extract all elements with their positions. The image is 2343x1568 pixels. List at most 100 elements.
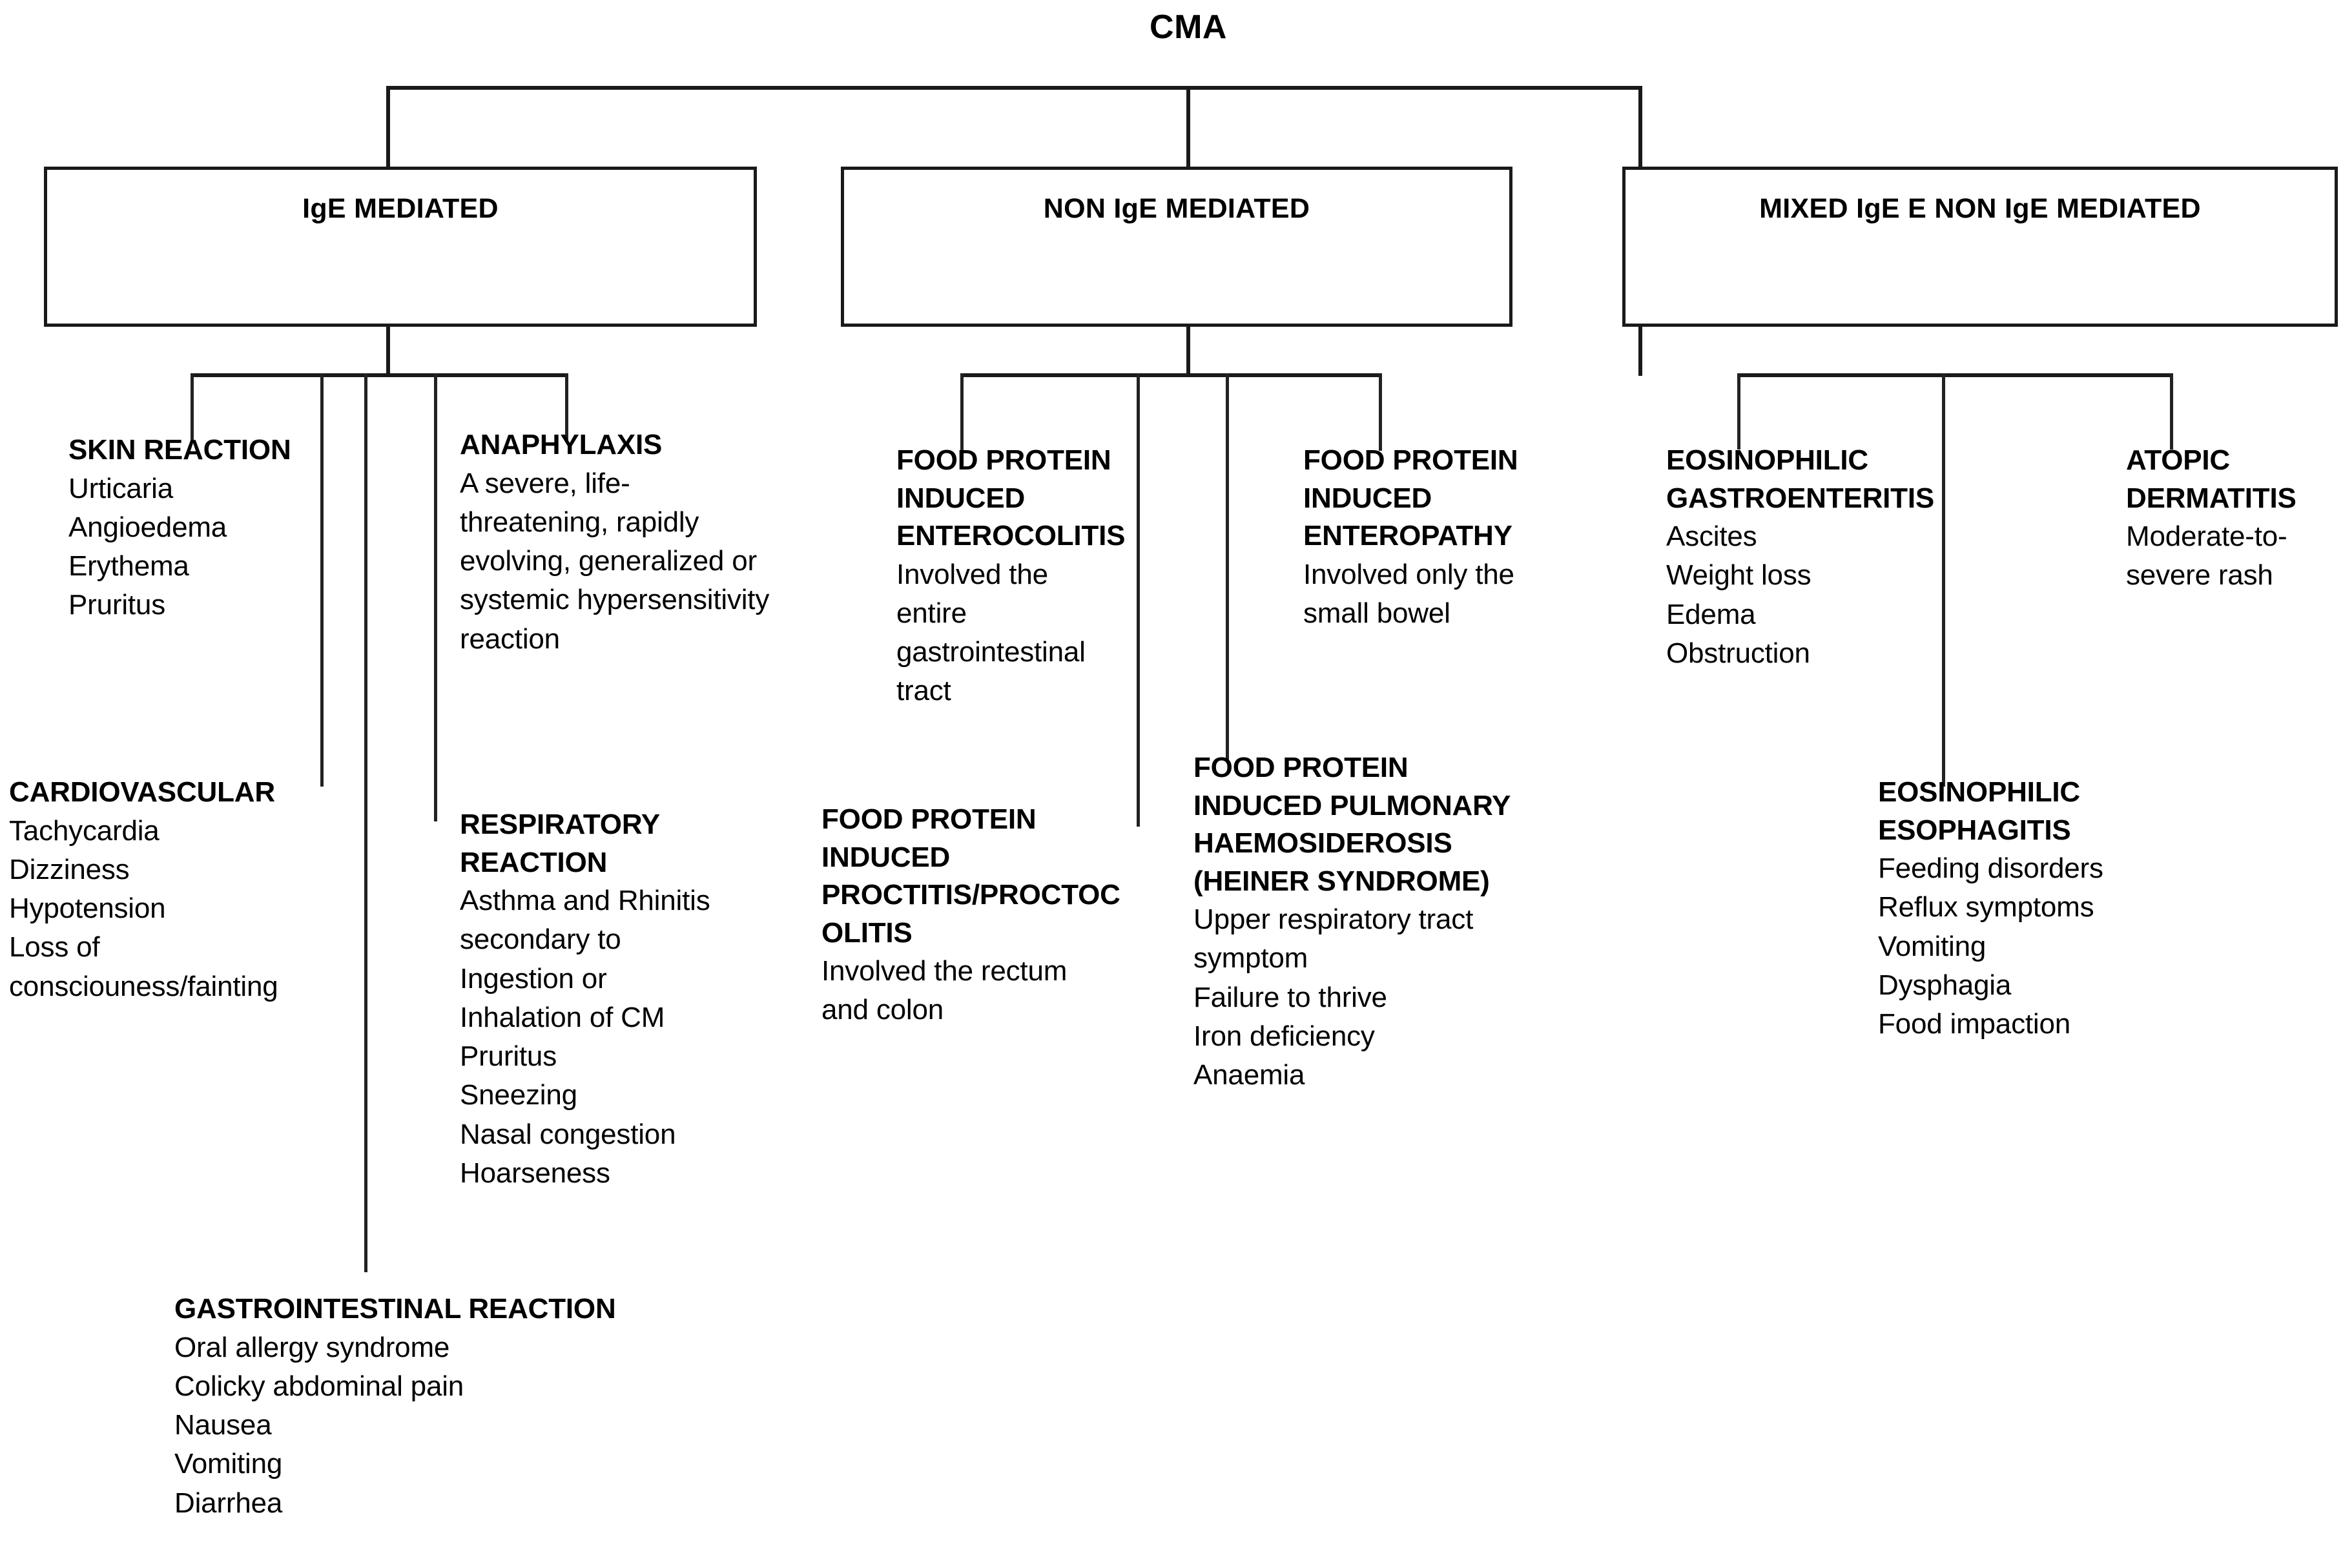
list-item: Failure to thrive	[1193, 981, 1387, 1013]
leaf-heiner-syndrome[interactable]: FOOD PROTEIN INDUCED PULMONARY HAEMOSIDE…	[1193, 749, 1568, 1095]
list-item: A severe, life- threatening, rapidly evo…	[460, 467, 770, 655]
list-item: Dysphagia	[1878, 969, 2012, 1001]
category-label-non-ige: NON IgE MEDIATED	[1043, 193, 1310, 224]
list-item: Asthma and Rhinitis secondary to Ingesti…	[460, 885, 710, 1033]
list-item: Weight loss	[1666, 559, 1811, 592]
category-box-mixed[interactable]: MIXED IgE E NON IgE MEDIATED	[1622, 167, 2338, 327]
leaf-anaphylaxis[interactable]: ANAPHYLAXIS A severe, life- threatening,…	[460, 426, 847, 659]
mixed-drop-eos-esophagitis-connector	[1942, 373, 1945, 787]
mixed-stem-connector	[1638, 327, 1642, 376]
list-item: Obstruction	[1666, 637, 1810, 669]
category-box-ige[interactable]: IgE MEDIATED	[44, 167, 757, 327]
list-item: Vomiting	[1878, 930, 1987, 962]
list-item: Edema	[1666, 598, 1756, 630]
list-item: Sneezing	[460, 1079, 577, 1111]
leaf-items-respiratory-reaction: Asthma and Rhinitis secondary to Ingesti…	[460, 882, 776, 1193]
list-item: Diarrhea	[174, 1487, 283, 1519]
list-item: Hypotension	[9, 892, 166, 925]
mixed-drop-atopic-dermatitis-connector	[2170, 373, 2173, 449]
list-item: Dizziness	[9, 853, 130, 885]
leaf-title-heiner-syndrome: FOOD PROTEIN INDUCED PULMONARY HAEMOSIDE…	[1193, 752, 1511, 897]
list-item: Food impaction	[1878, 1008, 2071, 1040]
root-drop-non-ige-connector	[1186, 86, 1190, 169]
ige-drop-skin-connector	[191, 373, 194, 443]
root-drop-mixed-connector	[1638, 86, 1642, 169]
root-title: CMA	[1150, 8, 1227, 46]
ige-drop-cardiovascular-connector	[320, 373, 324, 787]
list-item: Involved the entire gastrointestinal tra…	[896, 558, 1086, 707]
leaf-fp-proctocolitis[interactable]: FOOD PROTEIN INDUCED PROCTITIS/PROCTOC O…	[821, 801, 1131, 1030]
non-ige-drop-heiner-connector	[1226, 373, 1229, 761]
category-box-non-ige[interactable]: NON IgE MEDIATED	[841, 167, 1512, 327]
ige-stem-connector	[386, 327, 390, 376]
non-ige-drop-enteropathy-connector	[1379, 373, 1382, 451]
leaf-eosinophilic-esophagitis[interactable]: EOSINOPHILIC ESOPHAGITIS Feeding disorde…	[1878, 774, 2214, 1044]
leaf-title-fpies: FOOD PROTEIN INDUCED ENTEROCOLITIS	[896, 444, 1126, 552]
leaf-items-fp-enteropathy: Involved only the small bowel	[1303, 555, 1574, 634]
list-item: Nausea	[174, 1409, 272, 1441]
leaf-title-cardiovascular: CARDIOVASCULAR	[9, 776, 275, 808]
leaf-title-skin-reaction: SKIN REACTION	[68, 434, 291, 466]
leaf-items-cardiovascular: Tachycardia Dizziness Hypotension Loss o…	[9, 812, 325, 1006]
non-ige-drop-proctocolitis-connector	[1137, 373, 1140, 827]
list-item: Pruritus	[68, 589, 165, 621]
leaf-respiratory-reaction[interactable]: RESPIRATORY REACTION Asthma and Rhinitis…	[460, 806, 776, 1193]
mixed-drop-eos-gastroenteritis-connector	[1737, 373, 1740, 449]
ige-drop-anaphylaxis-connector	[565, 373, 568, 440]
leaf-title-eosinophilic-esophagitis: EOSINOPHILIC ESOPHAGITIS	[1878, 776, 2080, 846]
list-item: Angioedema	[68, 511, 227, 543]
leaf-title-fp-proctocolitis: FOOD PROTEIN INDUCED PROCTITIS/PROCTOC O…	[821, 803, 1120, 949]
list-item: Tachycardia	[9, 814, 160, 847]
list-item: Iron deficiency	[1193, 1020, 1375, 1052]
category-label-mixed: MIXED IgE E NON IgE MEDIATED	[1759, 193, 2201, 224]
leaf-items-gastrointestinal-reaction: Oral allergy syndrome Colicky abdominal …	[174, 1328, 756, 1523]
list-item: Involved the rectum and colon	[821, 955, 1068, 1026]
list-item: Nasal congestion	[460, 1118, 676, 1150]
category-label-ige: IgE MEDIATED	[302, 193, 499, 224]
list-item: Colicky abdominal pain	[174, 1370, 464, 1402]
list-item: Moderate-to- severe rash	[2126, 521, 2287, 592]
list-item: Urticaria	[68, 472, 173, 504]
leaf-items-fp-proctocolitis: Involved the rectum and colon	[821, 952, 1131, 1030]
non-ige-drop-enterocolitis-connector	[960, 373, 964, 451]
list-item: Upper respiratory tract symptom	[1193, 903, 1474, 975]
leaf-atopic-dermatitis[interactable]: ATOPIC DERMATITIS Moderate-to- severe ra…	[2126, 442, 2343, 595]
non-ige-spine-connector	[960, 373, 1381, 377]
leaf-fp-enteropathy[interactable]: FOOD PROTEIN INDUCED ENTEROPATHY Involve…	[1303, 442, 1574, 633]
list-item: Involved only the small bowel	[1303, 558, 1514, 629]
leaf-title-fp-enteropathy: FOOD PROTEIN INDUCED ENTEROPATHY	[1303, 444, 1518, 552]
leaf-title-eosinophilic-gastroenteritis: EOSINOPHILIC GASTROENTERITIS	[1666, 444, 1935, 514]
leaf-title-respiratory-reaction: RESPIRATORY REACTION	[460, 809, 660, 878]
ige-drop-respiratory-connector	[434, 373, 437, 821]
leaf-eosinophilic-gastroenteritis[interactable]: EOSINOPHILIC GASTROENTERITIS Ascites Wei…	[1666, 442, 1970, 673]
leaf-items-eosinophilic-esophagitis: Feeding disorders Reflux symptoms Vomiti…	[1878, 849, 2214, 1044]
ige-drop-gastrointestinal-connector	[364, 373, 367, 1272]
leaf-items-heiner-syndrome: Upper respiratory tract symptom Failure …	[1193, 900, 1568, 1095]
leaf-title-anaphylaxis: ANAPHYLAXIS	[460, 429, 663, 460]
list-item: Oral allergy syndrome	[174, 1331, 450, 1363]
list-item: Ascites	[1666, 521, 1757, 553]
leaf-items-skin-reaction: Urticaria Angioedema Erythema Pruritus	[68, 469, 327, 625]
leaf-cardiovascular[interactable]: CARDIOVASCULAR Tachycardia Dizziness Hyp…	[9, 774, 325, 1006]
list-item: Vomiting	[174, 1448, 283, 1480]
list-item: Loss of consciouness/fainting	[9, 931, 278, 1002]
leaf-title-atopic-dermatitis: ATOPIC DERMATITIS	[2126, 444, 2297, 514]
leaf-skin-reaction[interactable]: SKIN REACTION Urticaria Angioedema Eryth…	[68, 431, 327, 625]
leaf-fpies[interactable]: FOOD PROTEIN INDUCED ENTEROCOLITIS Invol…	[896, 442, 1155, 711]
list-item: Hoarseness	[460, 1157, 610, 1189]
mixed-spine-connector	[1737, 373, 2173, 377]
leaf-items-fpies: Involved the entire gastrointestinal tra…	[896, 555, 1155, 711]
list-item: Pruritus	[460, 1040, 557, 1073]
list-item: Reflux symptoms	[1878, 891, 2094, 923]
non-ige-stem-connector	[1186, 327, 1190, 376]
root-spine-connector	[386, 86, 1642, 90]
leaf-gastrointestinal-reaction[interactable]: GASTROINTESTINAL REACTION Oral allergy s…	[174, 1290, 756, 1523]
list-item: Feeding disorders	[1878, 852, 2103, 885]
leaf-items-eosinophilic-gastroenteritis: Ascites Weight loss Edema Obstruction	[1666, 517, 1970, 673]
root-drop-ige-connector	[386, 86, 390, 169]
leaf-items-anaphylaxis: A severe, life- threatening, rapidly evo…	[460, 464, 847, 659]
ige-spine-connector	[191, 373, 568, 377]
list-item: Erythema	[68, 550, 189, 583]
list-item: Anaemia	[1193, 1059, 1305, 1091]
